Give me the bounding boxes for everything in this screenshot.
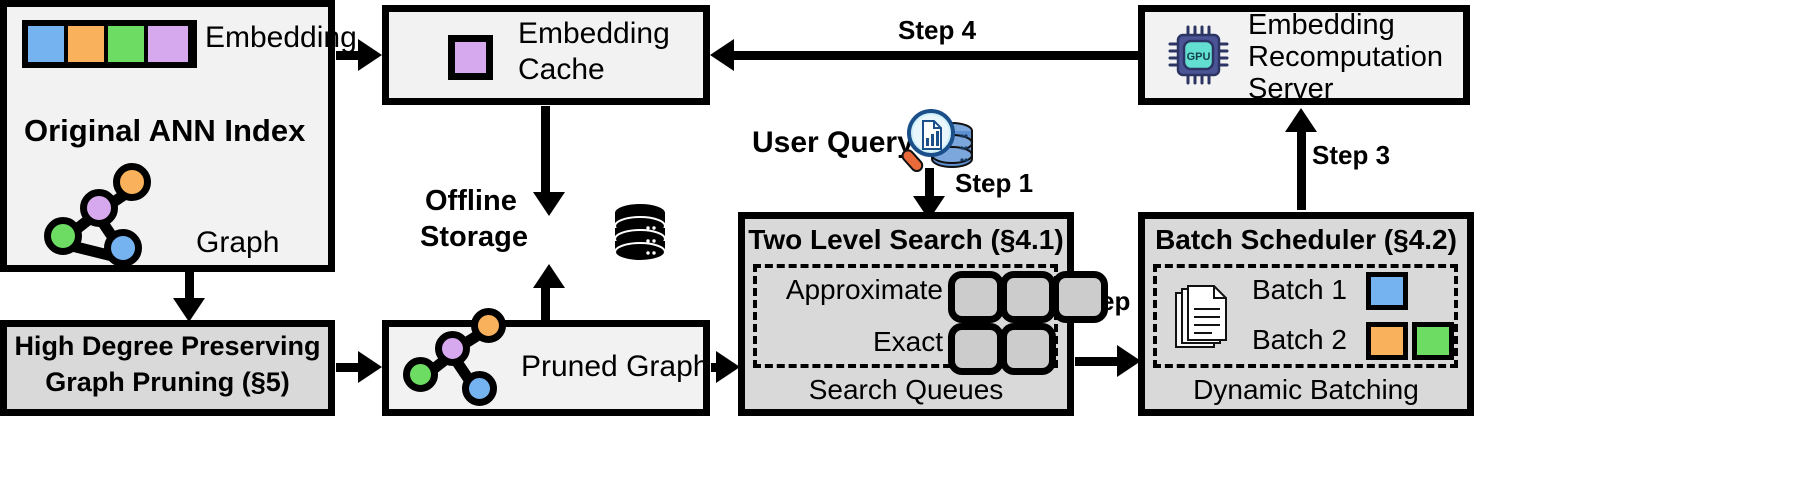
embedding-cell-blue — [28, 26, 68, 62]
embedding-cache-box — [382, 5, 710, 105]
exact-queue-slot-2 — [1000, 323, 1056, 375]
approximate-queue-slot-2 — [1000, 271, 1056, 323]
step1-label: Step 1 — [955, 168, 1034, 198]
arrow-step2-line — [1075, 357, 1129, 366]
embedding-cache-title-line2: Cache — [518, 53, 605, 86]
two-level-search-row-approximate: Approximate — [785, 274, 943, 305]
arrow-cache-to-storage-line — [541, 106, 550, 196]
arrow-index-to-cache-head — [358, 39, 382, 71]
arrow-step1-line — [925, 168, 934, 200]
graph-node-purple — [80, 189, 118, 227]
arrow-step4-line — [730, 51, 1140, 60]
step4-label: Step 4 — [898, 15, 977, 45]
graph-pruning-title-line1: High Degree Preserving — [14, 331, 321, 361]
offline-storage-label-line1: Offline — [425, 185, 517, 217]
arrow-pruned-to-storage-head — [533, 264, 565, 288]
graph-label: Graph — [196, 226, 280, 259]
graph-pruning-box — [0, 320, 335, 416]
arrow-index-to-cache-line — [336, 51, 362, 60]
embedding-cell-orange — [68, 26, 108, 62]
recomputation-server-line1: Embedding — [1248, 9, 1395, 41]
pruned-node-blue — [462, 371, 497, 406]
arrow-step3-head — [1285, 108, 1317, 132]
arrow-index-to-pruning-line — [185, 272, 194, 302]
gpu-chip-icon: GPU — [1168, 25, 1229, 85]
batch-2-chip-orange — [1366, 322, 1408, 360]
pruned-graph-label: Pruned Graph — [521, 350, 710, 383]
pruned-node-purple — [435, 331, 470, 366]
batch-documents-icon — [1175, 285, 1227, 348]
embedding-label: Embedding — [205, 21, 357, 54]
graph-pruning-title-line2: Graph Pruning (§5) — [45, 367, 290, 397]
arrow-step4-head — [710, 39, 734, 71]
embedding-cell-green — [108, 26, 148, 62]
arrow-pruning-to-pruned-head — [358, 351, 382, 383]
embedding-cache-icon — [448, 35, 493, 80]
svg-text:GPU: GPU — [1187, 51, 1211, 63]
exact-queue-slot-1 — [948, 323, 1004, 375]
two-level-search-title: Two Level Search (§4.1) — [748, 224, 1064, 255]
batch-2-chip-green — [1412, 322, 1454, 360]
user-query-search-database-icon — [901, 109, 973, 172]
batch-scheduler-title: Batch Scheduler (§4.2) — [1155, 224, 1457, 255]
original-ann-index-title: Original ANN Index — [24, 113, 306, 148]
recomputation-server-line2: Recomputation — [1248, 41, 1444, 73]
arrow-step2-head — [1117, 345, 1141, 377]
approximate-queue-slot-3 — [1052, 271, 1108, 323]
offline-storage-database-icon — [614, 204, 666, 262]
arrow-cache-to-storage-head — [533, 192, 565, 216]
batch-1-label: Batch 1 — [1252, 274, 1347, 305]
batch-1-chip-blue — [1366, 272, 1408, 310]
arrow-index-to-pruning-head — [173, 298, 205, 322]
arrow-pruned-to-storage-line — [541, 286, 550, 321]
graph-node-green — [44, 217, 82, 255]
search-queues-footer: Search Queues — [808, 374, 1004, 405]
arrow-pruning-to-pruned-line — [336, 363, 362, 372]
graph-node-blue — [104, 229, 142, 267]
user-query-label: User Query — [752, 126, 914, 159]
graph-node-orange — [113, 163, 151, 201]
approximate-queue-slot-1 — [948, 271, 1004, 323]
embedding-cache-title-line1: Embedding — [518, 17, 670, 50]
dynamic-batching-footer: Dynamic Batching — [1193, 374, 1419, 405]
offline-storage-label-line2: Storage — [420, 221, 528, 253]
recomputation-server-line3: Server — [1248, 73, 1334, 105]
arrow-pruned-to-search-head — [716, 351, 740, 383]
batch-2-label: Batch 2 — [1252, 324, 1347, 355]
pruned-node-green — [403, 357, 438, 392]
dynamic-batching-dashed-panel — [1153, 264, 1458, 368]
pruned-node-orange — [471, 308, 506, 343]
embedding-vector-strip — [22, 20, 197, 68]
embedding-cell-purple — [148, 26, 188, 62]
two-level-search-row-exact: Exact — [872, 326, 943, 357]
arrow-step3-line — [1297, 130, 1306, 210]
step3-label: Step 3 — [1312, 140, 1391, 170]
